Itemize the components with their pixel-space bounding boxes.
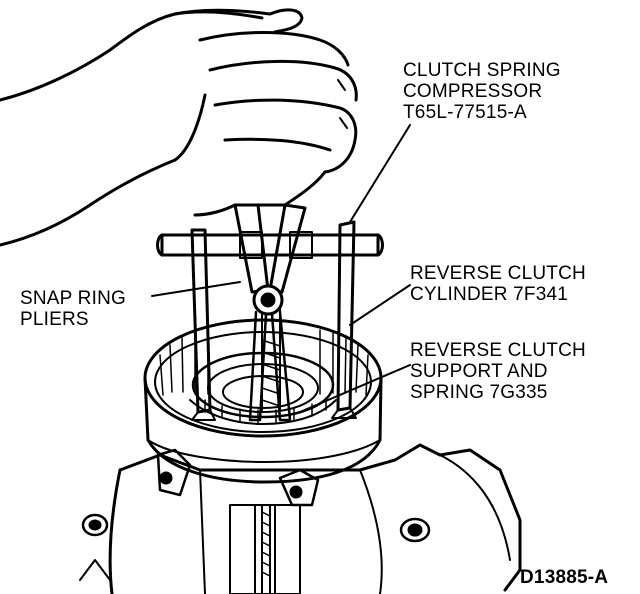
label-line: SPRING 7G335 [410, 382, 548, 403]
label-line: SNAP RING [20, 288, 126, 309]
leader-lines [151, 124, 411, 413]
label-line: REVERSE CLUTCH [410, 340, 586, 361]
label-reverse-clutch-cylinder: REVERSE CLUTCH CYLINDER 7F341 [410, 263, 586, 305]
leader-support [299, 364, 411, 413]
label-reverse-clutch-support: REVERSE CLUTCH SUPPORT AND SPRING 7G335 [410, 340, 586, 403]
hand [0, 8, 358, 247]
leader-cylinder [349, 284, 411, 326]
label-line: PLIERS [20, 309, 89, 330]
label-line: T65L-77515-A [403, 102, 527, 123]
leader-pliers [151, 281, 241, 297]
figure-id: D13885-A [520, 567, 609, 588]
label-clutch-spring-compressor: CLUTCH SPRING COMPRESSOR T65L-77515-A [403, 60, 561, 123]
leader-compressor [349, 124, 411, 223]
transmission-case [79, 443, 522, 594]
label-line: REVERSE CLUTCH [410, 263, 586, 284]
snap-ring-pliers [233, 203, 307, 422]
label-line: CYLINDER 7F341 [410, 284, 569, 305]
label-line: COMPRESSOR [403, 81, 543, 102]
label-snap-ring-pliers: SNAP RING PLIERS [20, 288, 126, 330]
label-line: CLUTCH SPRING [403, 60, 561, 81]
label-line: SUPPORT AND [410, 361, 548, 382]
